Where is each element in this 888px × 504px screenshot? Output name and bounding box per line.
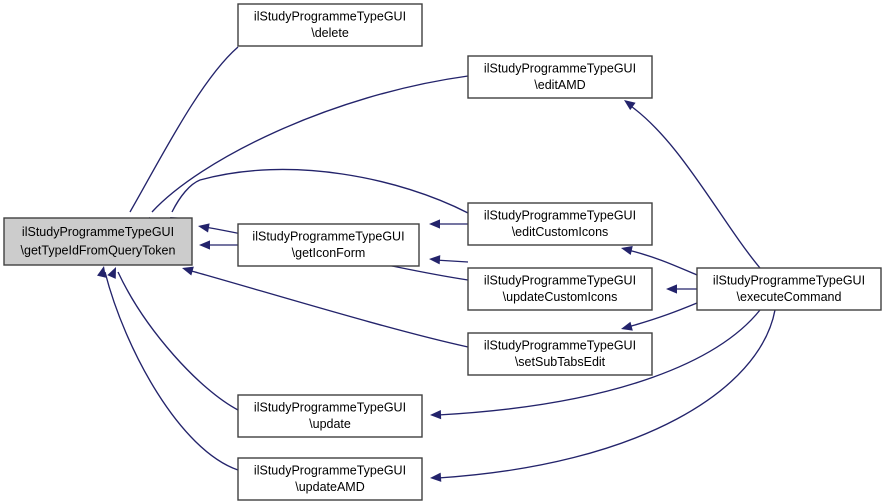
node-box[interactable] [237,394,423,438]
edge-line [627,249,698,276]
node-label-line1: ilStudyProgrammeTypeGUI [252,229,404,243]
edge-arrowhead [624,100,636,111]
node-box[interactable] [467,332,653,376]
edge-line [104,271,239,471]
edge-executecommand-to-updateamd [430,309,776,482]
edge-line [434,259,469,263]
edge-geticonform-to-root [199,240,238,250]
edge-updatecustomicons-to-geticonform [429,255,469,265]
edge-line [151,75,469,213]
node-getIconForm[interactable]: ilStudyProgrammeTypeGUI \getIconForm [237,223,420,267]
node-box[interactable] [467,202,653,246]
edge-line [437,309,776,479]
edge-line [171,168,469,214]
edge-arrowhead [430,410,442,420]
edge-executecommand-to-editcustomicons [621,245,698,276]
edge-line [117,271,239,411]
node-box[interactable] [467,55,653,99]
edge-executecommand-to-updatecustomicons [666,284,697,294]
edge-arrowhead [107,267,116,279]
edge-arrowhead [621,321,633,331]
node-editCustomIcons[interactable]: ilStudyProgrammeTypeGUI \editCustomIcons [467,202,653,246]
edge-arrowhead [198,223,210,233]
node-delete[interactable]: ilStudyProgrammeTypeGUI \delete [237,3,423,47]
edge-arrowhead [429,219,440,229]
edge-line [187,269,469,348]
node-getTypeIdFromQueryToken[interactable]: ilStudyProgrammeTypeGUI \getTypeIdFromQue… [3,217,193,266]
edge-arrowhead [97,266,107,278]
node-label-line2: \update [309,417,351,431]
nodes-layer: ilStudyProgrammeTypeGUI \getTypeIdFromQue… [3,3,882,501]
node-box[interactable] [237,3,423,47]
node-label-line1: ilStudyProgrammeTypeGUI [484,61,636,75]
node-label-line1: ilStudyProgrammeTypeGUI [254,400,406,414]
edge-arrowhead [666,284,677,294]
edge-update-to-root [107,267,239,411]
node-label-line1: ilStudyProgrammeTypeGUI [713,273,865,287]
node-label-line2: \delete [311,26,349,40]
node-label-line1: ilStudyProgrammeTypeGUI [254,463,406,477]
edge-executecommand-to-setsubtabsedit [621,302,698,331]
edge-arrowhead [621,245,633,255]
edge-setsubtabsedit-to-root [182,266,469,348]
node-box[interactable] [237,223,420,267]
edge-executecommand-to-editamd [624,100,761,269]
node-label-line1: ilStudyProgrammeTypeGUI [484,273,636,287]
node-box[interactable] [696,267,882,311]
edge-delete-to-root [128,46,239,230]
edge-editcustomicons-to-root [170,168,469,226]
edge-arrowhead [429,255,441,265]
edge-arrowhead [182,266,194,276]
node-label-line1: ilStudyProgrammeTypeGUI [484,208,636,222]
edge-editcustomicons-to-geticonform [429,219,468,229]
node-label-line2: \editAMD [534,78,585,92]
edge-arrowhead [199,240,210,250]
edge-line [129,46,239,213]
edge-updateamd-to-root [97,266,239,471]
edge-executecommand-to-update [430,309,761,420]
node-label-line1: ilStudyProgrammeTypeGUI [484,338,636,352]
node-label-line2: \getIconForm [292,246,366,260]
node-label-line2: \setSubTabsEdit [515,355,606,369]
node-label-line2: \updateAMD [295,480,364,494]
node-update[interactable]: ilStudyProgrammeTypeGUI \update [237,394,423,438]
node-executeCommand[interactable]: ilStudyProgrammeTypeGUI \executeCommand [696,267,882,311]
node-updateCustomIcons[interactable]: ilStudyProgrammeTypeGUI \updateCustomIcon… [467,267,653,311]
node-updateAMD[interactable]: ilStudyProgrammeTypeGUI \updateAMD [237,457,423,501]
edge-line [627,103,761,269]
node-label-line2: \getTypeIdFromQueryToken [21,244,176,258]
node-label-line2: \updateCustomIcons [503,290,618,304]
node-box[interactable] [3,217,193,266]
node-setSubTabsEdit[interactable]: ilStudyProgrammeTypeGUI \setSubTabsEdit [467,332,653,376]
node-editAMD[interactable]: ilStudyProgrammeTypeGUI \editAMD [467,55,653,99]
node-label-line2: \executeCommand [737,290,842,304]
edge-line [627,302,698,328]
edge-arrowhead [430,472,442,482]
node-label-line1: ilStudyProgrammeTypeGUI [22,225,174,239]
node-box[interactable] [237,457,423,501]
node-label-line1: ilStudyProgrammeTypeGUI [254,9,406,23]
node-box[interactable] [467,267,653,311]
edge-line [437,309,761,416]
edges-layer [97,46,776,482]
edge-editamd-to-root [149,75,469,228]
node-label-line2: \editCustomIcons [512,225,609,239]
